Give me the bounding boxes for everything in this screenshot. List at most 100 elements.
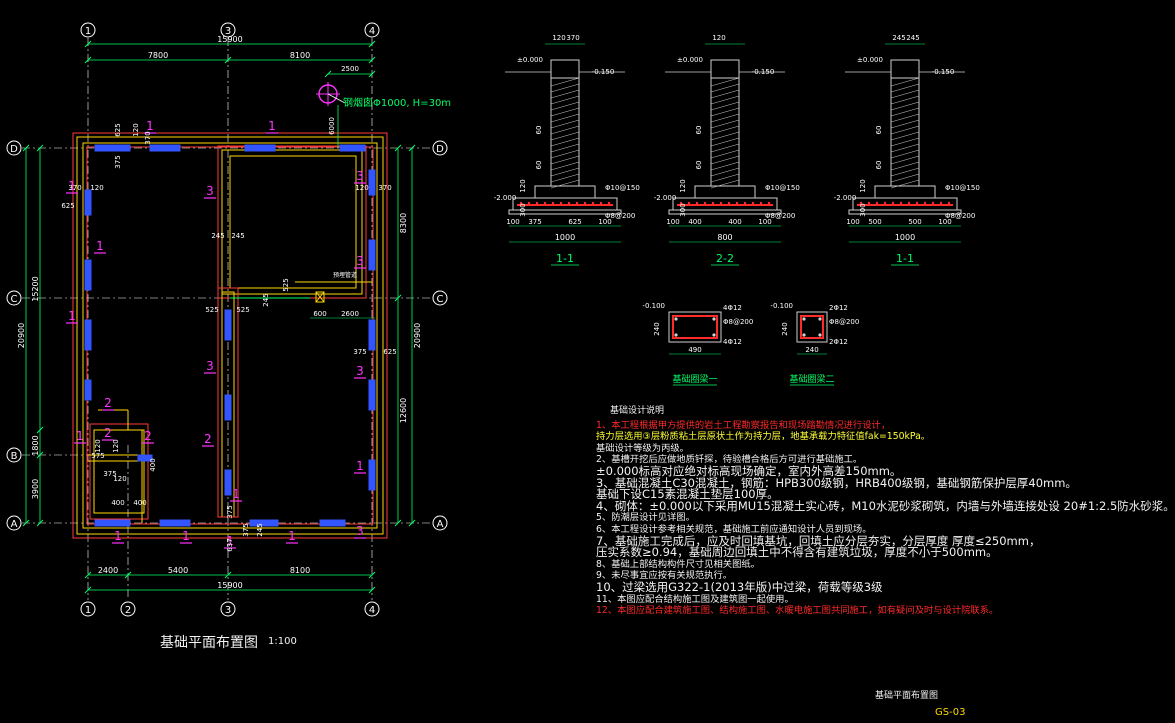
wall-dim: 525: [282, 278, 290, 291]
section-top-dim: 120: [712, 34, 725, 42]
pipe-valve: [315, 291, 325, 303]
hatch-line: [890, 107, 920, 117]
section-side-dim: 120: [859, 179, 867, 192]
section-rebar-dot: [767, 201, 771, 205]
hatch-line: [710, 107, 740, 117]
wall-dim: 575: [91, 452, 104, 460]
hatch-line: [710, 137, 740, 147]
note-line: 持力层选用③层粉质粘土层原状土作为持力层，地基承载力特征值fak=150kPa。: [596, 431, 931, 443]
section-level: -0.150: [592, 68, 615, 76]
hatch-line: [550, 149, 580, 159]
section-mark: 1: [68, 309, 76, 323]
notes-lines: 1、本工程根据甲方提供的岩土工程勘察报告和现场踏勘情况进行设计，持力层选用③层粉…: [596, 420, 1175, 617]
wall-dim: 400: [149, 458, 157, 471]
wall-dim: 625: [383, 348, 396, 356]
wall-dim: 637: [226, 538, 234, 551]
dim-tick: [408, 144, 416, 152]
hatch-line: [710, 131, 740, 141]
wall-dim: 375: [242, 523, 250, 536]
ground-beam-segment: [149, 144, 181, 152]
dim-tick: [368, 56, 376, 64]
dim-tick: [36, 426, 44, 434]
dim-tick: [36, 144, 44, 152]
hatch-line: [710, 149, 740, 159]
section-mark: 2: [144, 429, 152, 443]
axis-bubble-right: [432, 290, 448, 306]
ground-beam-segment: [244, 144, 276, 152]
ground-beam-segment: [84, 259, 92, 291]
beam-bar: [818, 317, 822, 321]
section-rebar-dot: [583, 201, 587, 205]
section-mark: 2: [104, 426, 112, 440]
section-label: 2-2: [716, 252, 734, 265]
section-step: [694, 185, 756, 199]
beam-label: 基础圈梁一: [672, 373, 717, 385]
section-mark: 3: [356, 524, 364, 538]
section-top-beam: [550, 59, 580, 79]
section-mark: 1: [226, 534, 234, 548]
hatch-line: [550, 125, 580, 135]
section-bottom-dim: 100: [666, 218, 679, 226]
ground-beam-segment: [249, 519, 279, 527]
section-step: [874, 185, 936, 199]
plan-scale: 1:100: [268, 636, 297, 647]
hatch-line: [890, 83, 920, 93]
section-side-dim: 60: [875, 126, 883, 135]
section-rebar-dot: [599, 201, 603, 205]
section-bottom-dim: 500: [868, 218, 881, 226]
wall-outline: [93, 429, 145, 514]
section-width: 1000: [895, 233, 915, 242]
footing-outline: [89, 423, 149, 520]
ground-beam-segment: [84, 189, 92, 216]
section-mark: 1: [232, 487, 240, 501]
section-mark: 1: [268, 119, 276, 133]
hatch-line: [710, 119, 740, 129]
wall-dim: 370: [68, 184, 81, 192]
beam-stirrup-label: Φ8@200: [829, 318, 859, 326]
beam-outline: [796, 311, 828, 343]
section-bottom-dim: 400: [688, 218, 701, 226]
dim-tick: [408, 519, 416, 527]
section-top-beam: [890, 59, 920, 79]
dim-tick: [124, 571, 132, 579]
section-rebar-dot: [543, 201, 547, 205]
section-mark: 1: [96, 239, 104, 253]
section-rebar-dot: [567, 201, 571, 205]
section-rebar-label: Φ8@200: [945, 212, 975, 220]
beam-level: -0.100: [770, 302, 793, 310]
section-top-beam: [710, 59, 740, 79]
wall-dim: 120: [94, 439, 102, 452]
dim-text: 3900: [31, 479, 40, 499]
section-bottom-dim: 100: [938, 218, 951, 226]
section-rebar-dot: [899, 201, 903, 205]
dim-text: 15200: [31, 276, 40, 301]
section-width: 1000: [555, 233, 575, 242]
note-line: ±0.000标高对应绝对标高现场确定，室内外高差150mm。: [596, 463, 902, 478]
dim-text: 2400: [98, 566, 118, 575]
axis-bubble-left-label: B: [11, 451, 18, 462]
section-rebar-dot: [759, 201, 763, 205]
beam-bottom-bars: 4Φ12: [723, 338, 742, 346]
section-mark: 1: [114, 529, 122, 543]
dim-tick: [224, 56, 232, 64]
hatch-line: [890, 143, 920, 153]
footing-outline: [217, 287, 239, 518]
dim-tick: [36, 451, 44, 459]
pipe-note: 预埋管道: [333, 271, 357, 279]
hatch-line: [550, 155, 580, 165]
dim-tick: [36, 519, 44, 527]
section-mark: 3: [206, 359, 214, 373]
note-line: 12、本图应配合建筑施工图、结构施工图、水暖电施工图共同施工，如有疑问及时与设计…: [596, 605, 999, 617]
axis-bubble-top: [80, 22, 96, 38]
dim-tick: [224, 571, 232, 579]
plan-title: 基础平面布置图: [160, 635, 258, 651]
beam-top-bars: 4Φ12: [723, 304, 742, 312]
section-side-dim: 300: [519, 203, 527, 216]
beam-width: 490: [688, 346, 701, 354]
section-pad: [508, 209, 622, 215]
section-rebar-dot: [875, 201, 879, 205]
dim-tick: [22, 144, 30, 152]
hatch-line: [890, 161, 920, 171]
hatch-line: [550, 77, 580, 87]
